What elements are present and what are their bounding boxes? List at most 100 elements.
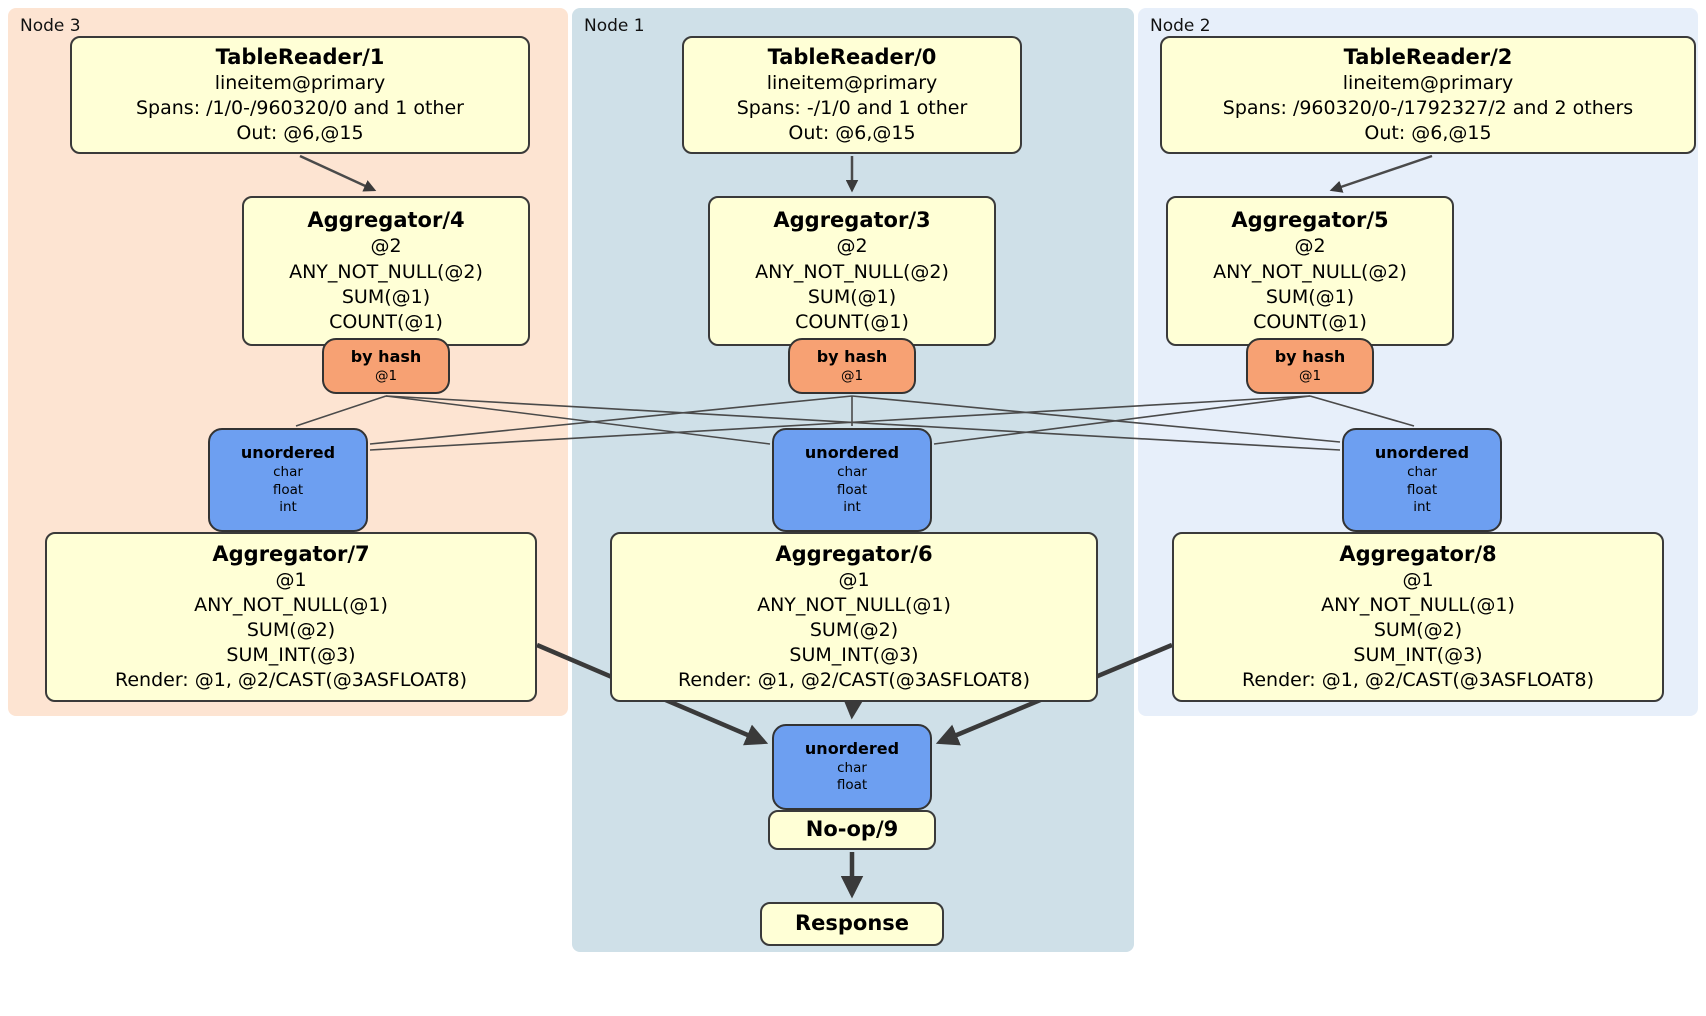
box-title: Response [794,911,910,936]
box-line: SUM_INT(@3) [1353,644,1483,667]
box-line: SUM(@2) [1373,619,1463,642]
sync-column: float [836,777,868,794]
edge-line [385,395,771,445]
box-line: SUM(@1) [341,285,431,308]
sync-column: int [843,499,861,516]
box-line: SUM(@1) [807,285,897,308]
box-line: SUM(@1) [1265,285,1355,308]
edge-line [851,395,1341,443]
box-title: Aggregator/8 [1339,541,1497,566]
sync-column: float [272,481,304,498]
box-line: SUM(@2) [809,619,899,642]
sync-column: char [273,464,303,481]
hash-router-mesh-edges [295,395,1415,451]
sync-column: float [1406,481,1438,498]
box-line: Spans: /1/0-/960320/0 and 1 other [136,97,464,120]
router-key: @1 [374,367,398,384]
box-line: Out: @6,@15 [236,122,364,145]
node1-tablereader-box: TableReader/0 lineitem@primary Spans: -/… [682,36,1022,154]
box-title: No-op/9 [805,817,899,842]
box-line: @2 [836,235,868,258]
sync-column: char [837,759,867,776]
sync-label: unordered [804,739,900,759]
node3-hash-router: by hash @1 [322,338,450,394]
box-title: Aggregator/3 [773,208,931,233]
edge-line [369,395,1311,451]
response-box: Response [760,902,944,946]
box-line: ANY_NOT_NULL(@1) [1321,594,1515,617]
box-title: Aggregator/5 [1231,208,1389,233]
node2-hash-router: by hash @1 [1246,338,1374,394]
router-label: by hash [816,346,888,366]
box-title: Aggregator/7 [212,541,370,566]
box-line: Out: @6,@15 [788,122,916,145]
edge-line [369,395,853,445]
edge-line [1309,395,1415,427]
box-title: Aggregator/4 [307,208,465,233]
router-label: by hash [1274,346,1346,366]
box-title: TableReader/1 [215,44,385,69]
box-line: ANY_NOT_NULL(@2) [755,260,949,283]
region-node1-label: Node 1 [584,16,645,36]
final-unordered-sync: unordered char float [772,724,932,810]
edge-line [1329,154,1433,193]
sync-label: unordered [1374,443,1470,463]
noop-box: No-op/9 [768,810,936,850]
node1-unordered-sync: unordered char float int [772,428,932,532]
box-line: ANY_NOT_NULL(@1) [757,594,951,617]
node3-unordered-sync: unordered char float int [208,428,368,532]
sync-column: char [1407,464,1437,481]
edge-line [933,395,1311,445]
router-key: @1 [840,367,864,384]
sync-column: int [1413,499,1431,516]
region-node2-label: Node 2 [1150,16,1211,36]
box-line: SUM_INT(@3) [789,644,919,667]
tablereader-to-aggregator-arrows [299,154,1433,193]
box-line: @1 [275,568,307,591]
box-line: Out: @6,@15 [1364,122,1492,145]
box-line: @2 [370,235,402,258]
sync-column: char [837,464,867,481]
node3-aggregator-top-box: Aggregator/4 @2 ANY_NOT_NULL(@2) SUM(@1)… [242,196,530,346]
node3-tablereader-box: TableReader/1 lineitem@primary Spans: /1… [70,36,530,154]
node2-aggregator-bottom-box: Aggregator/8 @1 ANY_NOT_NULL(@1) SUM(@2)… [1172,532,1664,702]
box-title: TableReader/0 [767,44,937,69]
sync-column: float [836,481,868,498]
edge-line [299,154,377,192]
box-line: SUM_INT(@3) [226,644,356,667]
box-line: lineitem@primary [214,72,386,95]
region-node3-label: Node 3 [20,16,81,36]
sync-label: unordered [804,443,900,463]
box-line: Spans: /960320/0-/1792327/2 and 2 others [1222,97,1634,120]
node2-aggregator-top-box: Aggregator/5 @2 ANY_NOT_NULL(@2) SUM(@1)… [1166,196,1454,346]
box-line: Spans: -/1/0 and 1 other [736,97,968,120]
edge-line [295,395,387,427]
edge-line [842,696,865,720]
box-line: @1 [838,568,870,591]
box-line: SUM(@2) [246,619,336,642]
node2-unordered-sync: unordered char float int [1342,428,1502,532]
router-key: @1 [1298,367,1322,384]
node1-hash-router: by hash @1 [788,338,916,394]
box-line: ANY_NOT_NULL(@1) [194,594,388,617]
node3-aggregator-bottom-box: Aggregator/7 @1 ANY_NOT_NULL(@1) SUM(@2)… [45,532,537,702]
box-line: Render: @1, @2/CAST(@3ASFLOAT8) [115,669,467,692]
box-line: Render: @1, @2/CAST(@3ASFLOAT8) [1242,669,1594,692]
box-line: @2 [1294,235,1326,258]
box-line: ANY_NOT_NULL(@2) [289,260,483,283]
node2-tablereader-box: TableReader/2 lineitem@primary Spans: /9… [1160,36,1696,154]
box-line: lineitem@primary [766,72,938,95]
node1-aggregator-bottom-box: Aggregator/6 @1 ANY_NOT_NULL(@1) SUM(@2)… [610,532,1098,702]
box-line: COUNT(@1) [795,310,909,333]
sync-column: int [279,499,297,516]
box-title: TableReader/2 [1343,44,1513,69]
sync-label: unordered [240,443,336,463]
box-line: lineitem@primary [1342,72,1514,95]
edge-line [385,395,1341,451]
box-line: @1 [1402,568,1434,591]
node1-aggregator-top-box: Aggregator/3 @2 ANY_NOT_NULL(@2) SUM(@1)… [708,196,996,346]
box-title: Aggregator/6 [775,541,933,566]
router-label: by hash [350,346,422,366]
box-line: COUNT(@1) [329,310,443,333]
